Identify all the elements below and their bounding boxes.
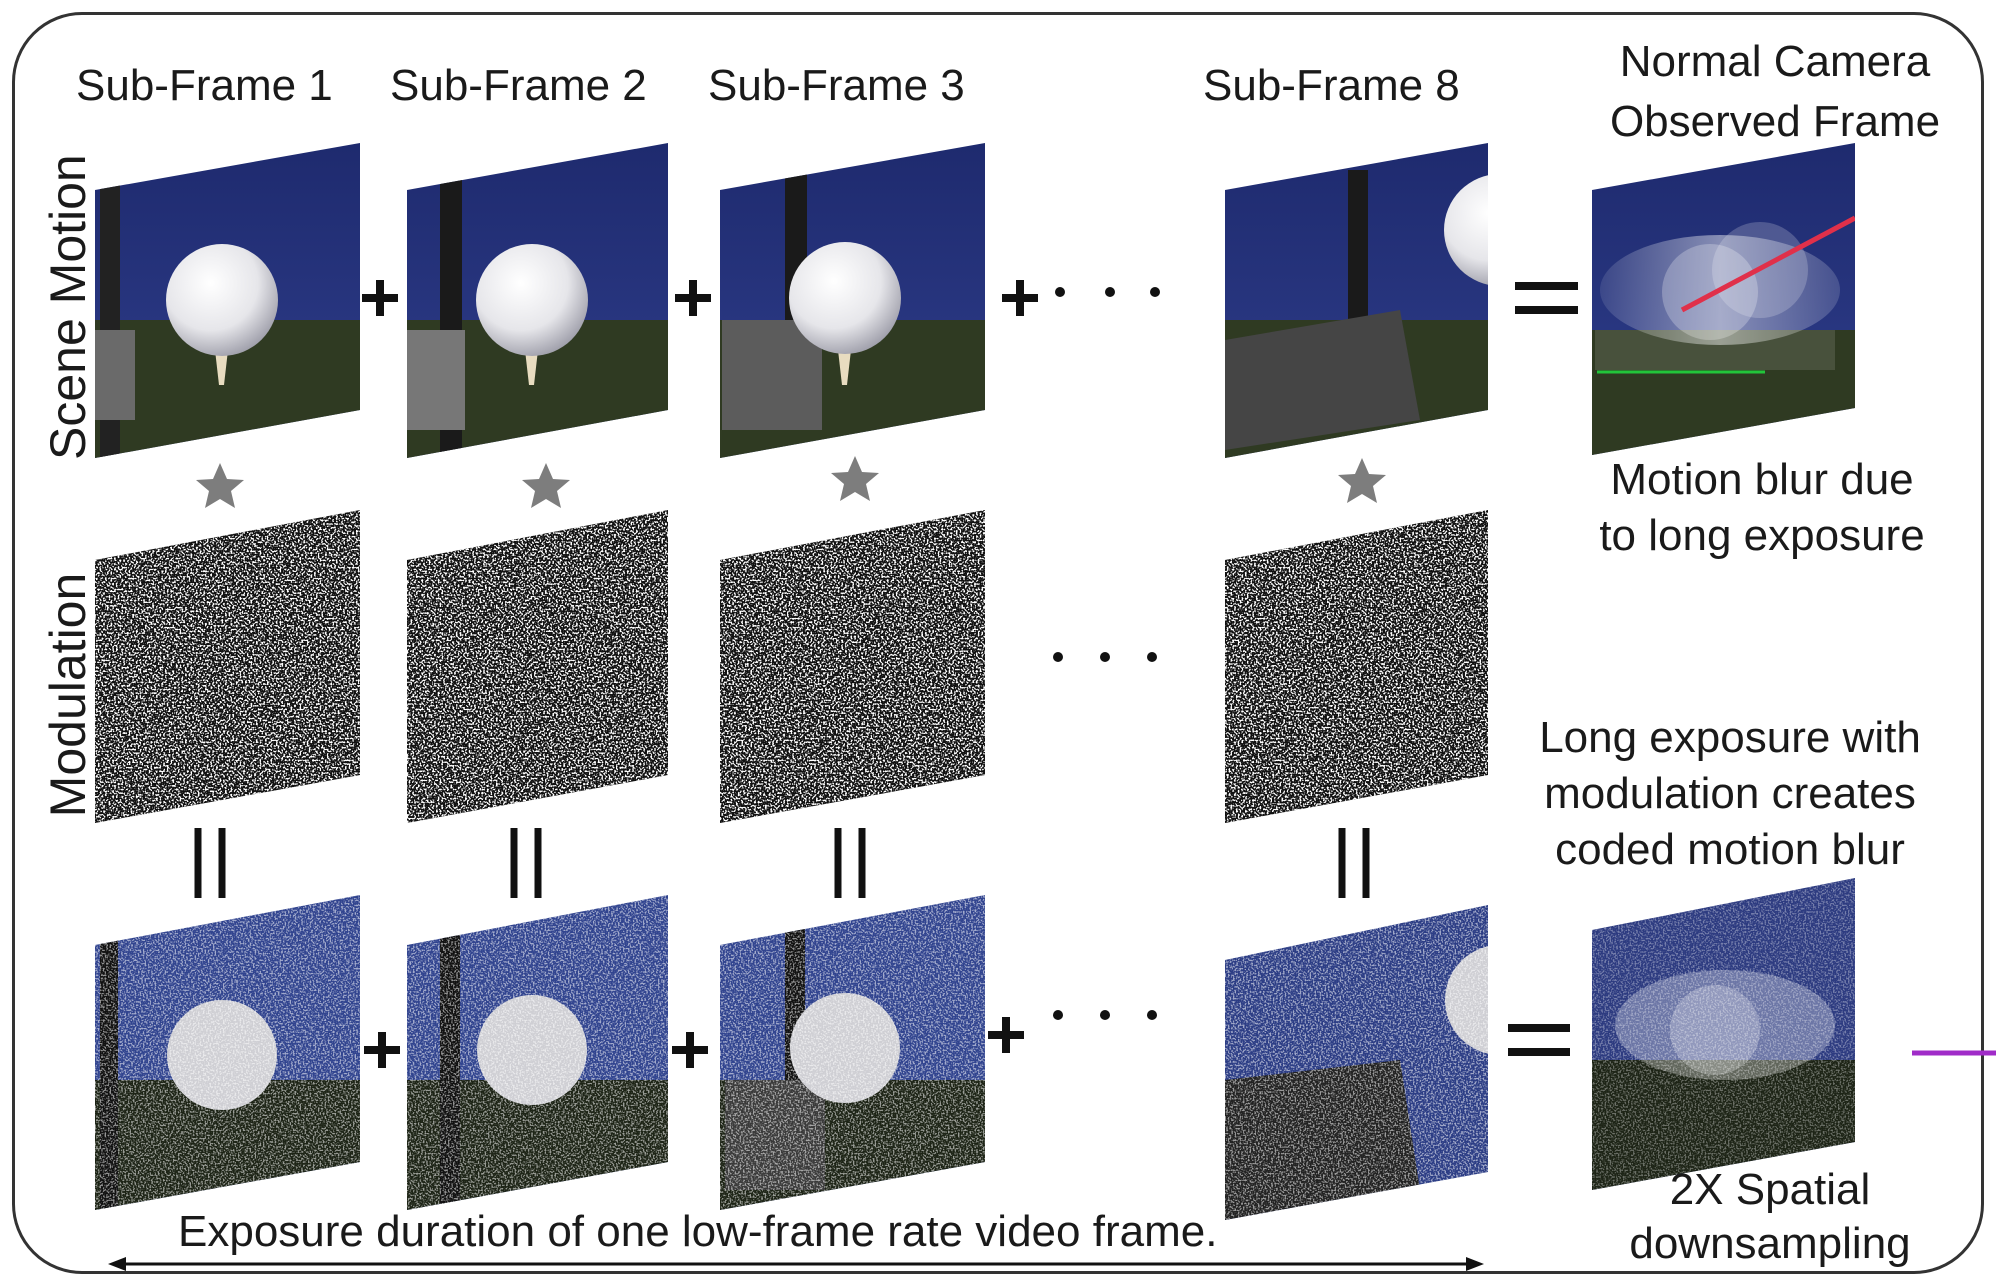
vertical-equals	[510, 828, 542, 898]
downsample-note-line2: downsampling	[1629, 1219, 1911, 1268]
plus-sign	[362, 280, 398, 316]
plus-sign	[1002, 280, 1038, 316]
header-subframe-8: Sub-Frame 8	[1203, 61, 1460, 110]
coded-note-line1: Long exposure with	[1539, 713, 1921, 762]
star-icon	[1338, 458, 1386, 503]
ellipsis	[1055, 287, 1160, 297]
scene-frame-2	[407, 143, 668, 458]
trajectory-line	[1680, 215, 1855, 313]
modulation-pattern-1	[95, 510, 360, 823]
exposure-caption: Exposure duration of one low-frame rate …	[178, 1207, 1218, 1256]
modulation-pattern-8	[1225, 510, 1488, 823]
ellipsis	[1053, 652, 1157, 662]
scene-frame-3	[720, 143, 985, 458]
vertical-equals	[1338, 828, 1370, 898]
plus-sign	[988, 1017, 1024, 1053]
plus-sign	[675, 280, 711, 316]
observed-blurred-frame	[1592, 143, 1855, 455]
vertical-equals	[834, 828, 866, 898]
header-subframe-3: Sub-Frame 3	[708, 61, 965, 110]
diagram-frame	[12, 12, 1984, 1274]
normal-camera-header-line2: Observed Frame	[1609, 97, 1941, 146]
modulation-pattern-2	[407, 510, 668, 823]
golf-ball-icon	[476, 244, 588, 356]
downsample-note-line1: 2X Spatial	[1669, 1165, 1871, 1214]
plus-sign	[672, 1032, 708, 1068]
modulation-pattern-3	[720, 510, 985, 823]
scene-frame-8	[1225, 143, 1488, 458]
equals-sign	[1508, 1024, 1570, 1056]
exposure-duration-arrow	[108, 1257, 1484, 1271]
star-icon	[196, 463, 244, 508]
golf-ball-icon	[166, 244, 278, 356]
ellipsis	[1053, 1010, 1157, 1020]
star-icon	[831, 456, 879, 501]
plus-sign	[364, 1032, 400, 1068]
blur-note-line2: to long exposure	[1599, 511, 1925, 560]
golf-ball-icon	[789, 242, 901, 354]
coded-observed-frame	[1592, 878, 1855, 1190]
coded-note-line3: coded motion blur	[1555, 825, 1905, 874]
vertical-equals	[194, 828, 226, 898]
coded-frame-3	[720, 895, 985, 1210]
blur-note-line1: Motion blur due	[1610, 455, 1914, 504]
star-icon	[522, 463, 570, 508]
golf-ball-icon	[1444, 174, 1488, 286]
normal-camera-header-line1: Normal Camera	[1619, 37, 1931, 86]
coded-frame-1	[95, 895, 360, 1210]
coded-note-line2: modulation creates	[1544, 769, 1916, 818]
scene-frame-1	[95, 143, 360, 458]
coded-frame-8	[1225, 905, 1488, 1220]
header-subframe-2: Sub-Frame 2	[390, 61, 647, 110]
coded-frame-2	[407, 895, 668, 1210]
equals-sign	[1515, 282, 1578, 314]
header-subframe-1: Sub-Frame 1	[76, 61, 333, 110]
